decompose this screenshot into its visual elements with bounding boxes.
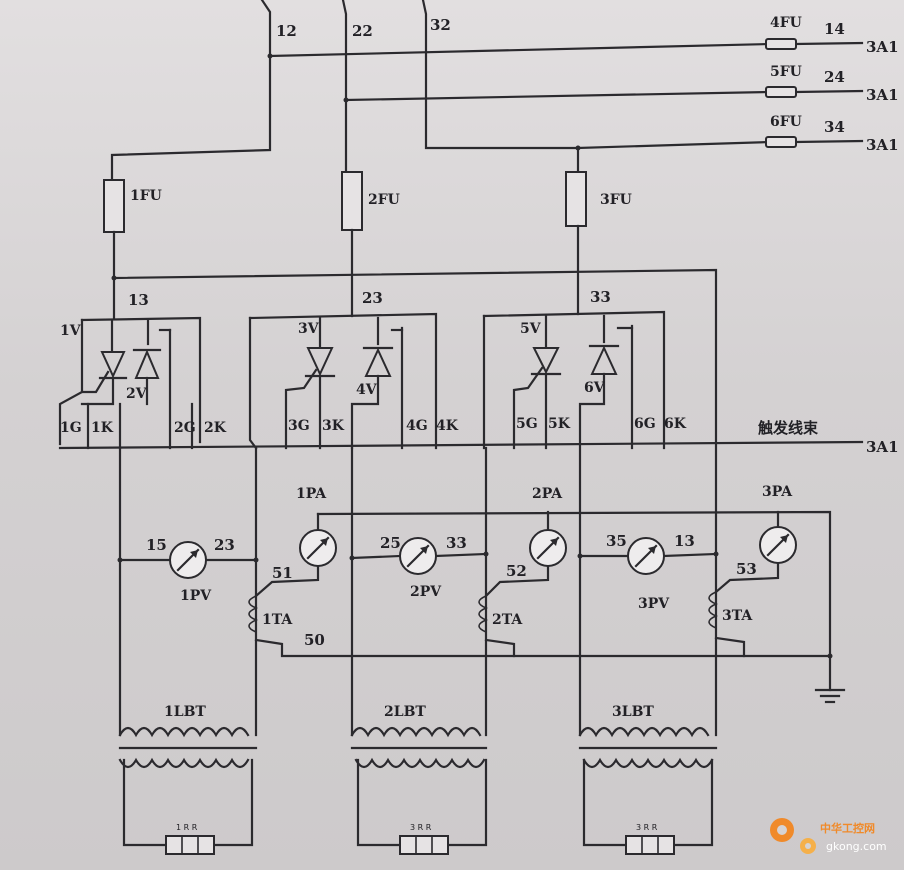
voltmeter-1pv: 1PV (169, 541, 212, 604)
watermark-logo: 中华工控网 gkong.com (770, 818, 887, 854)
gate-5g-label: 5G (516, 416, 538, 432)
heater-3-label: 3 R R (636, 823, 658, 832)
measurement-wiring (117, 446, 846, 737)
wire-label-12: 12 (276, 22, 297, 40)
ct-3ta: 3TA (708, 591, 753, 629)
voltmeter-3pv-label: 3PV (638, 596, 670, 612)
wire-label-51: 51 (272, 564, 293, 582)
thyristor-module-3: 5V 6V 5G 5K 6G 6K (482, 310, 687, 737)
fuse-2fu-label: 2FU (368, 192, 400, 208)
transformer-3lbt: 3LBT 3 R R (578, 704, 718, 855)
gate-3k-label: 3K (322, 418, 345, 434)
voltmeter-2pv-label: 2PV (410, 584, 442, 600)
gate-2k-label: 2K (204, 420, 227, 436)
wire-label-13b: 13 (674, 532, 695, 550)
ct-1ta: 1TA (248, 595, 293, 633)
transformer-2lbt: 2LBT 3 R R (350, 704, 488, 855)
fuse-6fu-label: 6FU (770, 114, 802, 130)
transformer-1lbt-label: 1LBT (164, 704, 206, 720)
wire-label-14: 14 (824, 20, 845, 38)
ct-1ta-label: 1TA (262, 612, 293, 628)
trigger-bundle: 触发线束 3A1 (58, 419, 899, 456)
voltmeter-3pv: 3PV (627, 537, 670, 612)
trigger-bundle-label: 触发线束 (758, 419, 819, 437)
fuse-5fu: 5FU (765, 64, 802, 98)
fuse-3fu: 3FU (565, 146, 632, 227)
feed-wires (110, 0, 864, 182)
ct-3ta-label: 3TA (722, 608, 753, 624)
wire-label-34: 34 (824, 118, 845, 136)
thyristor-6v-label: 6V (584, 380, 606, 396)
fuse-1fu: 1FU (103, 179, 162, 233)
fuse-3fu-label: 3FU (600, 192, 632, 208)
wire-label-24: 24 (824, 68, 845, 86)
thyristor-module-2: 3V 4V 3G 3K 4G 4K (248, 312, 459, 450)
wire-label-22: 22 (352, 22, 373, 40)
fuse-output-wires (111, 224, 718, 737)
wire-label-33b: 33 (446, 534, 467, 552)
thyristor-1v-label: 1V (60, 323, 82, 339)
fuse-4fu-label: 4FU (770, 15, 802, 31)
wire-label-53: 53 (736, 560, 757, 578)
transformer-1lbt: 1LBT 1 R R (118, 704, 258, 855)
thyristor-5v-label: 5V (520, 321, 542, 337)
transformer-3lbt-label: 3LBT (612, 704, 654, 720)
wire-label-25: 25 (380, 534, 401, 552)
terminal-3a1-b: 3A1 (866, 86, 899, 104)
wire-label-23b: 23 (214, 536, 235, 554)
ammeter-3pa: 3PA (759, 484, 797, 564)
gate-6k-label: 6K (664, 416, 687, 432)
terminal-3a1-a: 3A1 (866, 38, 899, 56)
thyristor-module-1: 1V 2V 1G 1K 2G 2K (58, 316, 227, 450)
transformer-2lbt-label: 2LBT (384, 704, 426, 720)
wire-label-15: 15 (146, 536, 167, 554)
thyristor-2v-label: 2V (126, 386, 148, 402)
gate-4k-label: 4K (436, 418, 459, 434)
wire-label-33: 33 (590, 288, 611, 306)
wire-label-23: 23 (362, 289, 383, 307)
heater-2-label: 3 R R (410, 823, 432, 832)
gate-6g-label: 6G (634, 416, 656, 432)
gate-1k-label: 1K (91, 420, 114, 436)
voltmeter-1pv-label: 1PV (180, 588, 212, 604)
ammeter-3pa-label: 3PA (762, 484, 793, 500)
wire-label-32: 32 (430, 16, 451, 34)
wire-label-50: 50 (304, 631, 325, 649)
wire-label-13: 13 (128, 291, 149, 309)
terminal-3a1-c: 3A1 (866, 136, 899, 154)
watermark-url: gkong.com (826, 840, 887, 853)
fuse-5fu-label: 5FU (770, 64, 802, 80)
ammeter-2pa-label: 2PA (532, 486, 563, 502)
gate-4g-label: 4G (406, 418, 428, 434)
fuse-6fu: 6FU (765, 114, 802, 148)
wire-label-35: 35 (606, 532, 627, 550)
wire-label-52: 52 (506, 562, 527, 580)
gate-2g-label: 2G (174, 420, 196, 436)
voltmeter-2pv: 2PV (399, 537, 442, 600)
fuse-4fu: 4FU (765, 15, 802, 50)
ammeter-2pa: 2PA (529, 486, 567, 567)
gate-5k-label: 5K (548, 416, 571, 432)
fuse-1fu-label: 1FU (130, 188, 162, 204)
thyristor-4v-label: 4V (356, 382, 378, 398)
ct-2ta-label: 2TA (492, 612, 523, 628)
ammeter-1pa: 1PA (296, 486, 337, 567)
gate-1g-label: 1G (60, 420, 82, 436)
thyristor-3v-label: 3V (298, 321, 320, 337)
watermark-cn: 中华工控网 (820, 821, 875, 835)
heater-1-label: 1 R R (176, 823, 198, 832)
gate-3g-label: 3G (288, 418, 310, 434)
terminal-3a1-d: 3A1 (866, 438, 899, 456)
fuse-2fu: 2FU (341, 171, 400, 231)
ammeter-1pa-label: 1PA (296, 486, 327, 502)
ct-2ta: 2TA (478, 595, 523, 633)
